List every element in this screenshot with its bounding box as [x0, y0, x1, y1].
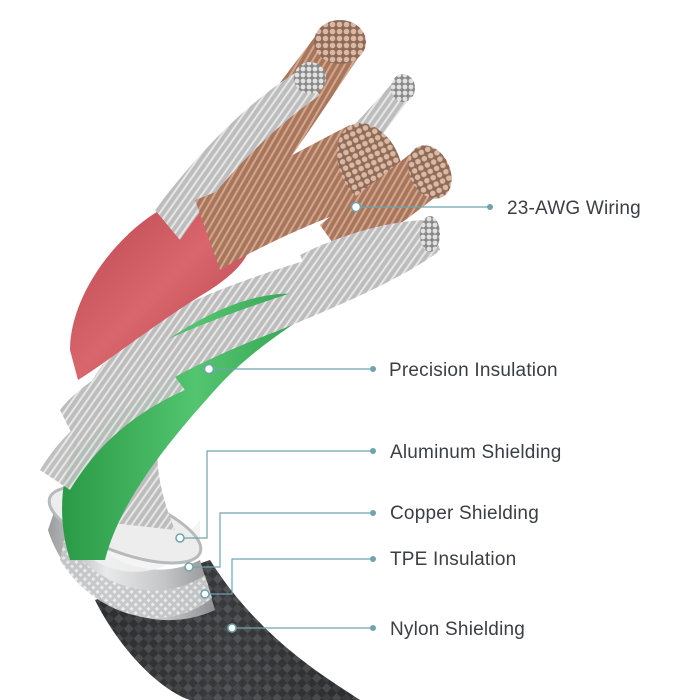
callout-dot [175, 533, 185, 543]
silver-bundle-bottom [300, 220, 440, 300]
green-insulation [62, 293, 331, 560]
callout-dot [370, 366, 376, 372]
label-precision-insulation: Precision Insulation [389, 360, 558, 381]
callout-dot [200, 589, 210, 599]
label-wiring: 23-AWG Wiring [507, 198, 641, 219]
callout-lines [180, 206, 490, 629]
callout-dot [370, 510, 376, 516]
red-insulation [70, 195, 253, 380]
callout-dot [370, 625, 376, 631]
aluminum-band [60, 230, 438, 450]
silver-bundle-top [155, 70, 320, 240]
callout-dot [184, 562, 194, 572]
label-nylon-shielding: Nylon Shielding [390, 619, 526, 640]
callout-dot [350, 201, 362, 213]
callout-line-tpe [205, 558, 373, 595]
callout-line-aluminum [180, 450, 373, 539]
callout-dot [370, 448, 376, 454]
callout-dot [203, 363, 215, 375]
callout-dot [227, 623, 237, 633]
callout-dot [370, 556, 376, 562]
label-aluminum-shielding: Aluminum Shielding [390, 442, 562, 463]
callout-dot [487, 204, 493, 210]
callout-line-copper [189, 512, 373, 568]
callout-dots [175, 201, 493, 633]
label-copper-shielding: Copper Shielding [390, 503, 539, 524]
label-tpe-insulation: TPE Insulation [390, 549, 517, 570]
